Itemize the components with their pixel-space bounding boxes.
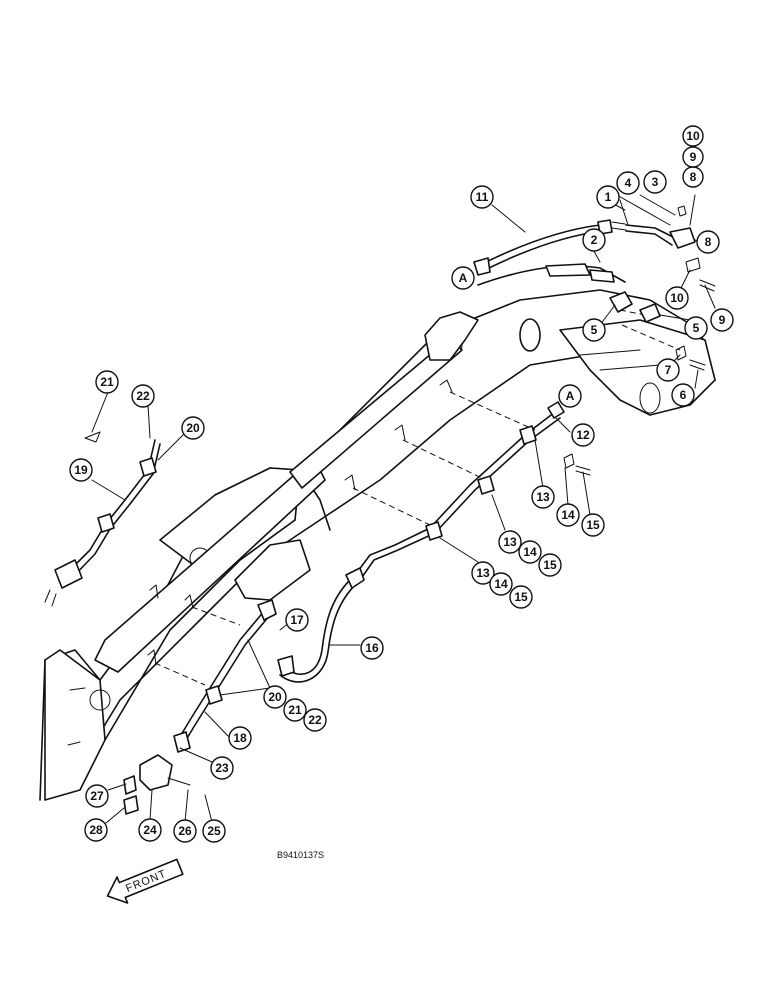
balloon-14b: 14	[518, 540, 542, 564]
balloon-24: 24	[138, 818, 162, 842]
balloon-8b: 8	[696, 230, 720, 254]
balloon-3: 3	[643, 170, 667, 194]
leader-lines	[84, 189, 716, 824]
balloon-22b: 22	[303, 708, 327, 732]
balloon-13c: 13	[471, 561, 495, 585]
svg-text:8: 8	[705, 235, 712, 249]
balloon-20b: 20	[263, 685, 287, 709]
balloon-1: 1	[596, 185, 620, 209]
balloon-11: 11	[470, 185, 494, 209]
balloon-25: 25	[202, 819, 226, 843]
svg-text:12: 12	[576, 428, 590, 442]
svg-text:13: 13	[503, 535, 517, 549]
svg-text:3: 3	[652, 175, 659, 189]
balloon-8a: 8	[682, 166, 704, 188]
svg-text:22: 22	[308, 713, 322, 727]
balloon-27: 27	[85, 784, 109, 808]
balloon-9a: 9	[682, 146, 704, 168]
svg-text:15: 15	[514, 590, 528, 604]
balloon-28: 28	[84, 818, 108, 842]
balloon-6: 6	[671, 383, 695, 407]
hose-lines	[44, 205, 716, 815]
svg-text:14: 14	[523, 545, 537, 559]
svg-text:23: 23	[215, 761, 229, 775]
svg-text:2: 2	[591, 233, 598, 247]
svg-text:21: 21	[288, 703, 302, 717]
svg-text:8: 8	[690, 170, 697, 184]
svg-text:16: 16	[365, 641, 379, 655]
balloon-12: 12	[571, 423, 595, 447]
svg-text:10: 10	[686, 129, 700, 143]
svg-text:24: 24	[143, 823, 157, 837]
svg-text:9: 9	[719, 313, 726, 327]
balloon-5a: 5	[582, 318, 606, 342]
svg-text:18: 18	[233, 731, 247, 745]
balloon-23: 23	[210, 756, 234, 780]
balloon-17: 17	[285, 608, 309, 632]
svg-text:20: 20	[186, 421, 200, 435]
svg-text:15: 15	[543, 558, 557, 572]
svg-text:20: 20	[268, 690, 282, 704]
svg-text:27: 27	[90, 789, 104, 803]
balloon-18: 18	[228, 726, 252, 750]
svg-text:26: 26	[178, 824, 192, 838]
balloon-13b: 13	[498, 530, 522, 554]
boom-structure	[39, 289, 716, 801]
svg-text:15: 15	[586, 518, 600, 532]
svg-text:10: 10	[670, 291, 684, 305]
svg-text:19: 19	[74, 463, 88, 477]
balloon-15a: 15	[581, 513, 605, 537]
balloon-21b: 21	[283, 698, 307, 722]
svg-text:A: A	[459, 271, 468, 285]
svg-text:5: 5	[693, 321, 700, 335]
svg-text:7: 7	[665, 363, 672, 377]
balloon-4: 4	[616, 171, 640, 195]
balloon-15c: 15	[509, 585, 533, 609]
svg-text:5: 5	[591, 323, 598, 337]
svg-text:28: 28	[89, 823, 103, 837]
balloon-19: 19	[69, 458, 93, 482]
reference-marks: A A	[451, 266, 582, 408]
balloon-5b: 5	[684, 316, 708, 340]
balloon-14c: 14	[489, 572, 513, 596]
svg-text:9: 9	[690, 150, 697, 164]
svg-text:13: 13	[476, 566, 490, 580]
svg-text:13: 13	[536, 490, 550, 504]
balloon-22a: 22	[131, 384, 155, 408]
balloon-14a: 14	[556, 503, 580, 527]
balloon-15b: 15	[538, 553, 562, 577]
balloon-21a: 21	[95, 370, 119, 394]
ref-mark-a-upper: A	[451, 266, 475, 290]
balloon-9b: 9	[710, 308, 734, 332]
svg-text:22: 22	[136, 389, 150, 403]
balloon-10a: 10	[682, 125, 704, 147]
balloon-26: 26	[173, 819, 197, 843]
balloon-13a: 13	[531, 485, 555, 509]
svg-text:17: 17	[290, 613, 304, 627]
svg-text:14: 14	[561, 508, 575, 522]
balloon-10b: 10	[665, 286, 689, 310]
front-direction-arrow: FRONT	[106, 858, 184, 904]
balloon-2: 2	[582, 228, 606, 252]
svg-text:14: 14	[494, 577, 508, 591]
part-balloons: 1 2 3 4 5 5 6 7 8 8 9 9 10 10 11 12 13 1…	[69, 125, 734, 843]
balloon-20a: 20	[181, 416, 205, 440]
balloon-16: 16	[360, 636, 384, 660]
svg-text:25: 25	[207, 824, 221, 838]
svg-text:6: 6	[680, 388, 687, 402]
svg-text:4: 4	[625, 176, 632, 190]
svg-text:1: 1	[605, 190, 612, 204]
svg-text:11: 11	[476, 190, 489, 204]
drawing-code: B9410137S	[277, 850, 324, 860]
balloon-7: 7	[656, 358, 680, 382]
svg-text:21: 21	[100, 375, 114, 389]
ref-mark-a-lower: A	[558, 384, 582, 408]
svg-text:A: A	[566, 389, 575, 403]
